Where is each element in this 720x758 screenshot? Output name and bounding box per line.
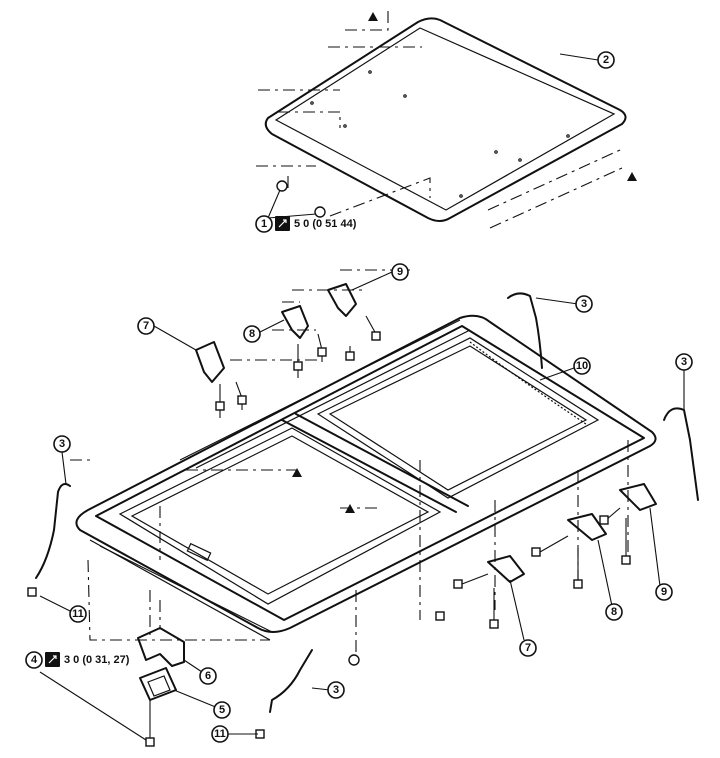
- drive-cable-bottom: [269, 649, 313, 713]
- svg-text:6: 6: [205, 670, 211, 682]
- callout-7-bottom: 7: [519, 639, 537, 657]
- callout-5: 5: [213, 701, 231, 719]
- svg-text:3 0 (0 31, 27): 3 0 (0 31, 27): [64, 654, 130, 666]
- torque-wrench-icon: [275, 216, 290, 231]
- callout-8-bottom: 8: [605, 603, 623, 621]
- frame-nut: [348, 654, 360, 666]
- callout-3-bottom: 3: [327, 681, 345, 699]
- callout-9-bottom: 9: [655, 583, 673, 601]
- triangle-marker-icon: [627, 172, 637, 181]
- svg-text:3: 3: [681, 356, 687, 368]
- drive-cable-left: [35, 483, 71, 579]
- callout-8-top: 8: [243, 325, 261, 343]
- frame-guide-lines: [70, 269, 629, 652]
- svg-text:5: 5: [219, 704, 225, 716]
- callout-3-right: 3: [675, 353, 693, 371]
- svg-text:8: 8: [249, 328, 255, 340]
- bracket-9-bottom: [599, 483, 657, 565]
- triangle-marker-icon: [345, 504, 355, 513]
- bracket-7-top: [195, 341, 247, 418]
- svg-text:7: 7: [525, 642, 531, 654]
- sunroof-frame: [75, 314, 657, 641]
- svg-text:7: 7: [143, 320, 149, 332]
- callout-6: 6: [199, 667, 217, 685]
- svg-text:10: 10: [576, 360, 588, 372]
- drain-plug-left: [27, 587, 37, 597]
- svg-text:3: 3: [333, 684, 339, 696]
- callout-9-top: 9: [391, 263, 409, 281]
- torque-wrench-icon: [45, 652, 60, 667]
- callout-11-left: 11: [69, 605, 87, 623]
- svg-text:11: 11: [214, 728, 226, 740]
- svg-text:8: 8: [611, 606, 617, 618]
- callout-7-top: 7: [137, 317, 155, 335]
- torque-spec-glass-bolts: 5 0 (0 51 44): [275, 216, 357, 231]
- leader-lines: [39, 53, 685, 741]
- callout-1: 1: [255, 215, 273, 233]
- svg-text:4: 4: [31, 654, 38, 666]
- callout-11-bottom: 11: [211, 725, 229, 743]
- bracket-8-top: [281, 305, 355, 378]
- callout-3-top: 3: [575, 295, 593, 313]
- sunroof-motor-assembly: [137, 590, 185, 747]
- svg-text:9: 9: [397, 266, 403, 278]
- callout-2: 2: [597, 51, 615, 69]
- svg-text:3: 3: [581, 298, 587, 310]
- glass-guide-lines: [256, 10, 623, 229]
- triangle-marker-icon: [292, 468, 302, 477]
- triangle-marker-icon: [368, 12, 378, 21]
- svg-text:11: 11: [72, 608, 84, 620]
- callout-10: 10: [573, 357, 591, 375]
- sunroof-glass-lid: [264, 17, 627, 222]
- svg-text:9: 9: [661, 586, 667, 598]
- drive-cable-right: [663, 407, 699, 501]
- bracket-8-bottom: [531, 513, 607, 589]
- callout-4: 4: [25, 651, 43, 669]
- bracket-7-bottom: [453, 555, 525, 629]
- bracket-9-top: [327, 283, 381, 341]
- svg-text:5 0 (0 51 44): 5 0 (0 51 44): [294, 218, 357, 230]
- svg-text:2: 2: [603, 54, 609, 66]
- frame-bolt: [435, 611, 445, 621]
- glass-bolt: [276, 180, 326, 218]
- torque-spec-motor-bolt: 3 0 (0 31, 27): [45, 652, 130, 667]
- callout-3-left: 3: [53, 435, 71, 453]
- svg-text:3: 3: [59, 438, 65, 450]
- svg-text:1: 1: [261, 218, 267, 230]
- drive-cable-top: [507, 292, 543, 369]
